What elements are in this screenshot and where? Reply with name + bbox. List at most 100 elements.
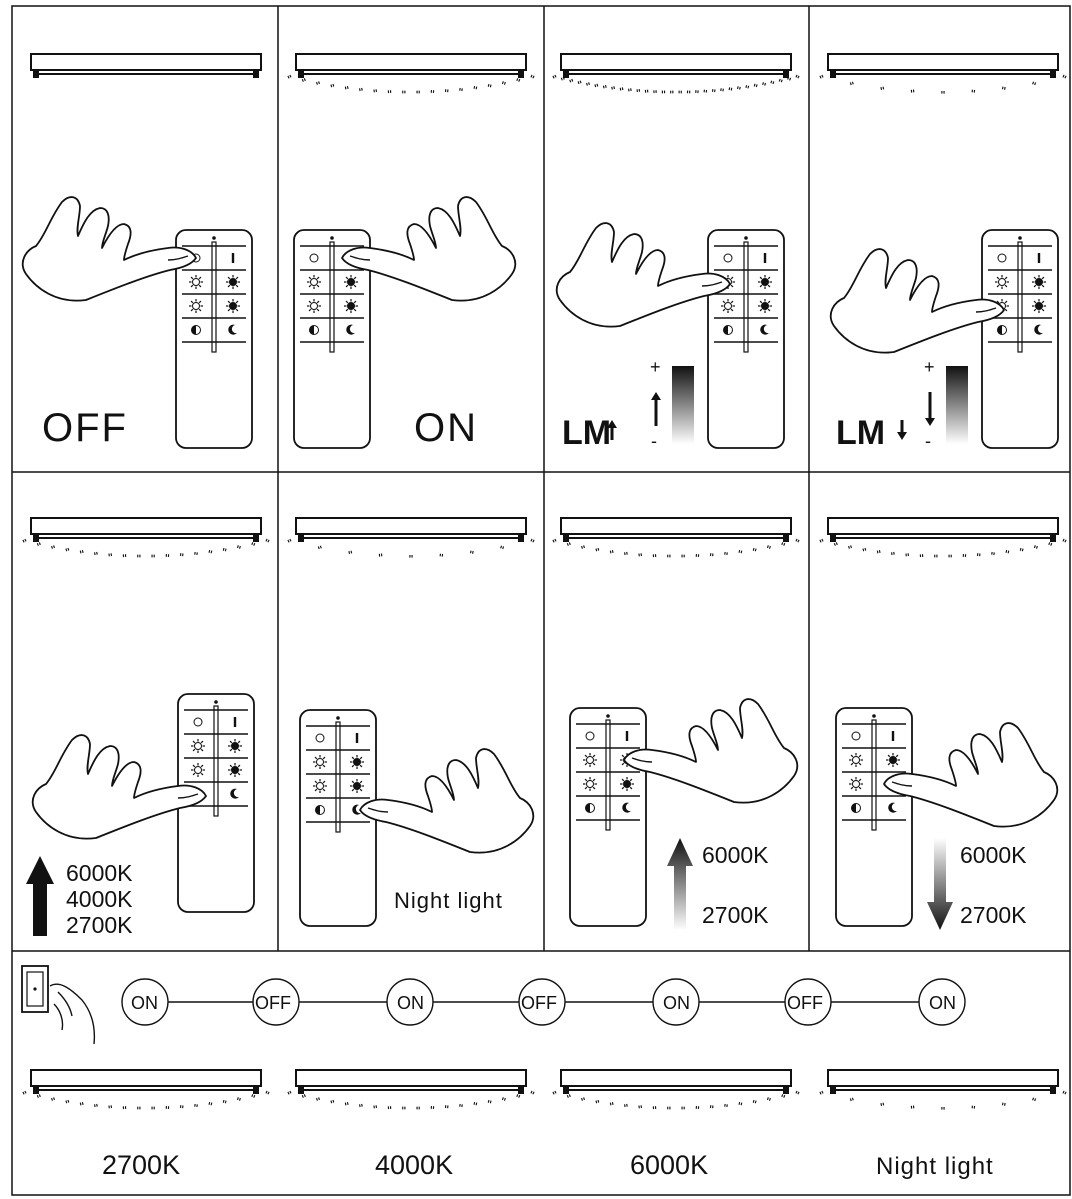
- remote-cool-warm: [835, 707, 913, 927]
- svg-text:": ": [1058, 1090, 1067, 1102]
- svg-text:": ": [1044, 541, 1053, 553]
- svg-text:": ": [457, 87, 464, 99]
- svg-text:": ": [637, 552, 644, 564]
- svg-text:": ": [637, 1104, 644, 1116]
- svg-text:": ": [833, 541, 842, 553]
- on-caption: ON: [414, 406, 478, 450]
- svg-text:": ": [136, 1106, 141, 1117]
- svg-text:": ": [666, 554, 671, 565]
- svg-text:": ": [387, 89, 393, 100]
- svg-text:": ": [471, 85, 479, 97]
- temp-2700k-label: 2700K: [66, 912, 133, 938]
- svg-text:": ": [526, 1090, 535, 1102]
- svg-text:": ": [594, 1099, 602, 1111]
- svg-text:": ": [702, 89, 708, 100]
- svg-text:": ": [751, 83, 759, 95]
- svg-text:": ": [372, 88, 379, 100]
- svg-text:": ": [602, 84, 610, 96]
- svg-text:": ": [879, 86, 886, 98]
- svg-text:": ": [317, 545, 325, 557]
- svg-text:": ": [736, 1101, 744, 1113]
- svg-text:": ": [21, 1090, 30, 1102]
- svg-text:": ": [429, 89, 435, 100]
- svg-text:": ": [408, 554, 413, 565]
- svg-text:": ": [1058, 74, 1067, 86]
- svg-text:": ": [372, 1104, 379, 1116]
- svg-text:": ": [947, 554, 952, 565]
- svg-text:": ": [378, 553, 384, 565]
- brightness-up-caption: LM: [562, 414, 612, 452]
- svg-text:": ": [742, 84, 750, 96]
- temp-4000k-label: 4000K: [66, 886, 133, 912]
- switch-step-6: OFF: [787, 993, 823, 1013]
- svg-text:": ": [623, 551, 630, 563]
- panel-grid: [11, 5, 1071, 1196]
- switch-step-circle-7: [918, 978, 966, 1026]
- svg-text:": ": [485, 1099, 493, 1111]
- remote-night: [299, 709, 377, 927]
- svg-text:": ": [791, 538, 800, 550]
- svg-text:": ": [192, 551, 199, 563]
- svg-text:": ": [315, 80, 324, 92]
- svg-text:": ": [220, 547, 228, 559]
- svg-text:": ": [876, 549, 884, 561]
- remote-warm-cool: [569, 707, 647, 927]
- svg-text:": ": [783, 76, 792, 88]
- svg-text:": ": [79, 549, 87, 561]
- svg-text:": ": [497, 545, 505, 557]
- svg-text:": ": [610, 85, 618, 97]
- switch-step-7: ON: [929, 993, 956, 1013]
- mode-night-light-label: Night light: [876, 1153, 994, 1180]
- svg-text:": ": [791, 1090, 800, 1102]
- lamp-mode-4000k: """""""""""""""""": [286, 1069, 536, 1117]
- lamp-mode-2700k: """""""""""""""""": [21, 1069, 271, 1117]
- switch-sequence-diagram: [121, 978, 966, 1026]
- lamp-on: """""""""""""""""": [286, 53, 536, 101]
- brightness-down-minus: -: [925, 431, 931, 451]
- svg-text:": ": [940, 1106, 945, 1117]
- svg-text:": ": [415, 90, 420, 101]
- svg-text:": ": [107, 552, 114, 564]
- remote-dim: [981, 229, 1059, 449]
- svg-text:": ": [358, 87, 365, 99]
- svg-text:": ": [286, 74, 295, 86]
- svg-text:": ": [387, 1105, 393, 1116]
- svg-text:": ": [499, 80, 508, 92]
- lamp-color-cycle: """""""""""""""""": [21, 517, 271, 565]
- svg-text:": ": [585, 81, 593, 93]
- svg-text:": ": [680, 554, 685, 565]
- remote-bright: [707, 229, 785, 449]
- svg-text:": ": [164, 1105, 170, 1116]
- svg-text:": ": [358, 1103, 365, 1115]
- svg-text:": ": [438, 553, 444, 565]
- svg-text:": ": [485, 83, 493, 95]
- svg-text:": ": [329, 83, 337, 95]
- hand-on: [341, 196, 517, 302]
- off-caption: OFF: [42, 406, 128, 450]
- lm-up-arrow-icon: [607, 420, 617, 440]
- svg-text:": ": [344, 85, 352, 97]
- svg-text:": ": [234, 1096, 243, 1108]
- svg-text:": ": [79, 1101, 87, 1113]
- cool-warm-low-label: 2700K: [960, 902, 1027, 928]
- svg-text:": ": [975, 552, 982, 564]
- brightness-up-plus: +: [650, 357, 661, 377]
- svg-text:": ": [122, 553, 128, 564]
- hand-dim: [829, 248, 1005, 354]
- svg-text:": ": [652, 89, 658, 100]
- svg-text:": ": [526, 74, 535, 86]
- svg-text:": ": [329, 1099, 337, 1111]
- brightness-down-plus: +: [924, 357, 935, 377]
- remote-off: [175, 229, 253, 449]
- svg-text:": ": [50, 1096, 59, 1108]
- brightness-down-gradient-bar: [946, 366, 968, 444]
- svg-text:": ": [178, 1104, 185, 1116]
- svg-text:": ": [764, 1096, 773, 1108]
- svg-text:": ": [890, 551, 897, 563]
- svg-text:": ": [1058, 538, 1067, 550]
- temp-increase-arrow-icon: [667, 838, 693, 930]
- svg-text:": ": [818, 538, 827, 550]
- svg-text:": ": [415, 1106, 420, 1117]
- switch-step-circle-1: [121, 978, 169, 1026]
